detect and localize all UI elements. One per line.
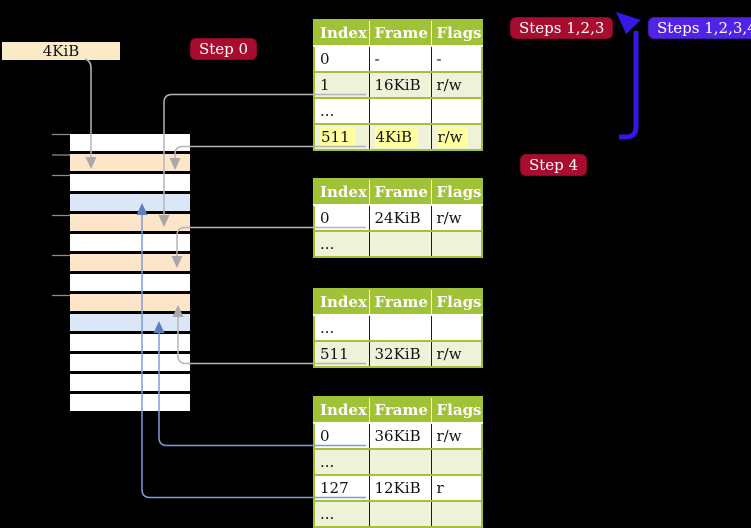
table-cell — [430, 500, 482, 527]
table-row: ... — [314, 314, 482, 341]
memory-frame-row — [70, 174, 190, 191]
table-cell — [368, 448, 431, 475]
table-cell: - — [430, 45, 482, 72]
memory-frame-row — [70, 234, 190, 251]
highlighted-value: 4KiB — [374, 127, 418, 147]
column-header-index: Index — [314, 289, 369, 316]
table-cell — [368, 314, 431, 341]
highlighted-value: r/w — [436, 127, 468, 147]
table-cell: r — [430, 474, 482, 501]
memory-frame-row — [70, 254, 190, 271]
table-cell: r/w — [430, 123, 482, 150]
table-cell: 16KiB — [368, 71, 431, 98]
recursive-loop-arrow — [616, 12, 641, 140]
table-cell — [368, 230, 431, 257]
memory-frame-row — [70, 334, 190, 351]
column-header-frame: Frame — [368, 179, 431, 206]
memory-frame-row — [70, 314, 190, 331]
memory-frame-row — [70, 394, 190, 411]
badge-step-4: Step 4 — [520, 154, 588, 176]
column-header-frame: Frame — [368, 20, 431, 47]
memory-column — [70, 134, 190, 414]
table-cell — [368, 97, 431, 124]
column-header-index: Index — [314, 397, 369, 424]
table-row: ... — [314, 97, 482, 124]
column-header-flags: Flags — [430, 289, 482, 316]
badge-steps-1-2-3: Steps 1,2,3 — [510, 17, 614, 39]
table-row: ... — [314, 230, 482, 257]
table-cell — [430, 448, 482, 475]
table-row: 0-- — [314, 45, 482, 72]
table-cell: ... — [314, 230, 369, 257]
table-cell: 12KiB — [368, 474, 431, 501]
table-cell: ... — [314, 448, 369, 475]
memory-frame-row — [70, 274, 190, 291]
badge-step-0: Step 0 — [190, 38, 258, 60]
table-cell — [430, 97, 482, 124]
column-header-index: Index — [314, 20, 369, 47]
memory-tick-marks — [52, 133, 70, 297]
memory-frame-row — [70, 134, 190, 151]
table-cell — [430, 230, 482, 257]
column-header-frame: Frame — [368, 289, 431, 316]
column-header-index: Index — [314, 179, 369, 206]
memory-frame-row — [70, 354, 190, 371]
table-cell: 36KiB — [368, 422, 431, 449]
memory-frame-row — [70, 154, 190, 171]
table-cell: 24KiB — [368, 204, 431, 231]
highlighted-value: 511 — [320, 127, 355, 147]
table-cell: 1 — [314, 71, 369, 98]
badge-steps-1-2-3-4: Steps 1,2,3,4 — [648, 17, 751, 39]
table-cell: r/w — [430, 204, 482, 231]
table-cell: r/w — [430, 422, 482, 449]
table-row: 511 4KiB r/w — [314, 123, 482, 150]
table-cell: 4KiB — [368, 123, 431, 150]
table-cell: 0 — [314, 45, 369, 72]
column-header-flags: Flags — [430, 179, 482, 206]
column-header-flags: Flags — [430, 397, 482, 424]
table-cell — [430, 314, 482, 341]
table-cell: 511 — [314, 123, 369, 150]
table-cell: 32KiB — [368, 340, 431, 367]
table-cell: ... — [314, 500, 369, 527]
column-header-frame: Frame — [368, 397, 431, 424]
table-cell: ... — [314, 97, 369, 124]
table-cell: 511 — [314, 340, 369, 367]
column-header-flags: Flags — [430, 20, 482, 47]
memory-frame-row — [70, 374, 190, 391]
memory-frame-row — [70, 294, 190, 311]
table-cell: r/w — [430, 71, 482, 98]
frame-size-label: 4KiB — [2, 42, 120, 60]
table-cell: - — [368, 45, 431, 72]
table-cell: r/w — [430, 340, 482, 367]
table-cell — [368, 500, 431, 527]
table-row: ... — [314, 448, 482, 475]
table-cell: 127 — [314, 474, 369, 501]
table-cell: ... — [314, 314, 369, 341]
memory-frame-row — [70, 214, 190, 231]
memory-frame-row — [70, 194, 190, 211]
table-cell: 0 — [314, 204, 369, 231]
table-row: ... — [314, 500, 482, 527]
table-cell: 0 — [314, 422, 369, 449]
